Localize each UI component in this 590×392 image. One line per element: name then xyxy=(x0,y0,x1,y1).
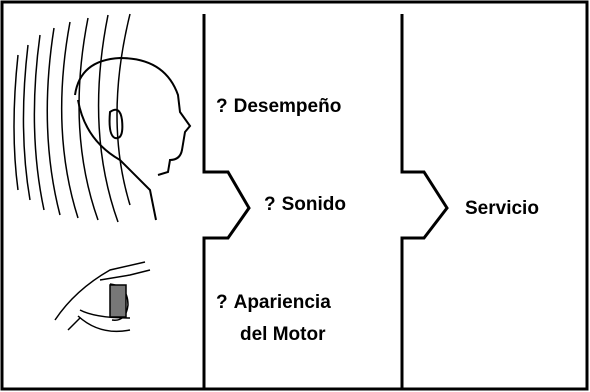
question-mark: ? xyxy=(264,194,276,215)
question-mark: ? xyxy=(216,96,228,117)
sound-waves-icon xyxy=(13,13,131,223)
head-listening-icon xyxy=(74,56,192,221)
label-apariencia: ?Apariencia xyxy=(216,291,331,315)
question-mark: ? xyxy=(216,292,228,313)
middle-bracket xyxy=(202,14,251,388)
label-sonido-text: Sonido xyxy=(281,194,346,215)
right-bracket xyxy=(400,14,449,388)
hand-holding-motor-icon xyxy=(54,261,151,333)
label-apariencia-line1: Apariencia xyxy=(233,292,331,313)
label-del-motor: del Motor xyxy=(240,323,326,347)
label-servicio: Servicio xyxy=(465,197,539,221)
label-apariencia-line2: del Motor xyxy=(240,324,326,345)
label-servicio-text: Servicio xyxy=(465,198,539,219)
label-desempeno: ?Desempeño xyxy=(216,95,341,119)
label-sonido: ?Sonido xyxy=(264,193,346,217)
label-desempeno-text: Desempeño xyxy=(233,96,342,117)
